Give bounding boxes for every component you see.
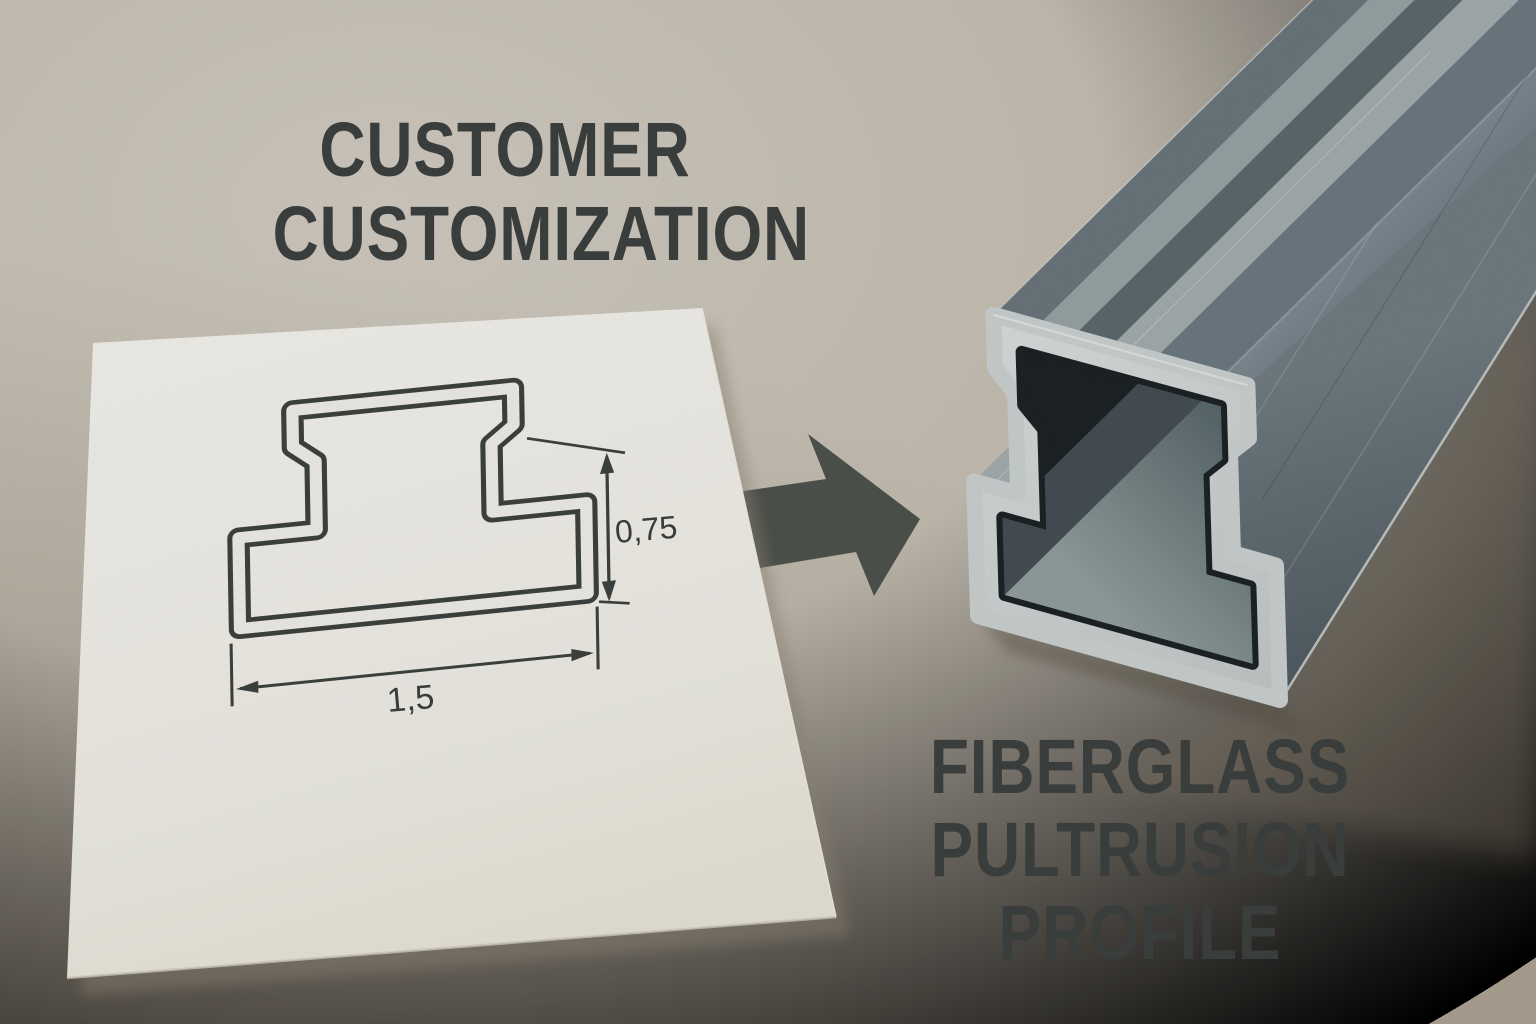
heading-line: PROFILE	[998, 890, 1282, 976]
heading-line: FIBERGLASS	[929, 724, 1351, 810]
heading-line: PULTRUSION	[930, 807, 1350, 893]
heading-line: CUSTOMER	[319, 107, 691, 193]
heading-customer-customization: CUSTOMER CUSTOMIZATION	[225, 107, 811, 277]
heading-line: CUSTOMIZATION	[272, 191, 811, 277]
heading-fiberglass-pultrusion-profile: FIBERGLASS PULTRUSION PROFILE	[860, 726, 1420, 975]
